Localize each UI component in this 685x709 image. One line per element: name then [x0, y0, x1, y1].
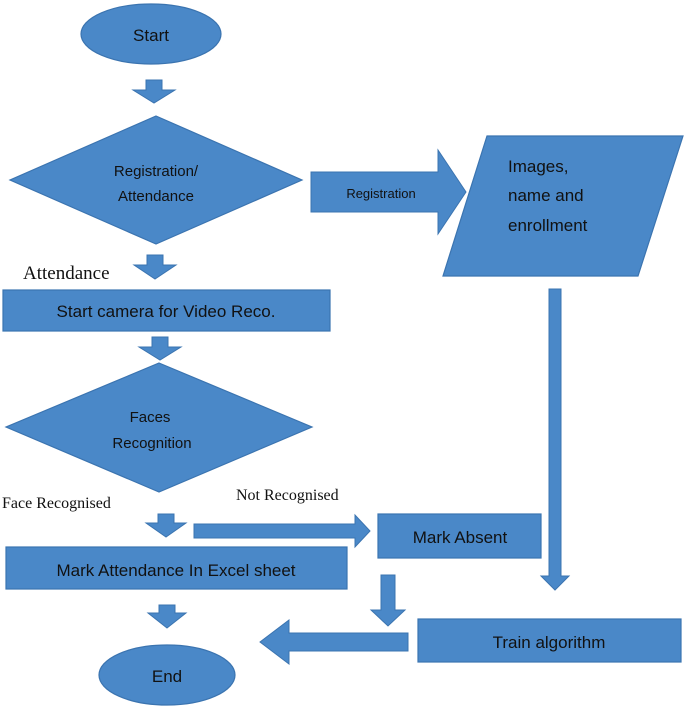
decision-2-line1: Faces: [130, 409, 171, 426]
arrow-start-to-decision: [131, 79, 177, 104]
input-line2: name and: [508, 186, 584, 205]
registration-arrow-label: Registration: [346, 186, 415, 201]
train-algorithm-label: Train algorithm: [493, 633, 606, 652]
arrow-to-mark-attendance: [144, 513, 188, 538]
arrow-to-start-camera: [132, 254, 178, 280]
arrow-to-face-recognition: [137, 336, 183, 361]
arrow-train-to-end: [259, 618, 409, 666]
start-camera-label: Start camera for Video Reco.: [57, 302, 276, 321]
face-recognition-decision: [4, 362, 314, 493]
end-label: End: [152, 667, 182, 686]
start-camera-process: [2, 289, 331, 332]
face-recognised-label: Face Recognised: [2, 495, 111, 512]
mark-absent-label: Mark Absent: [413, 528, 508, 547]
not-recognised-label: Not Recognised: [236, 487, 339, 504]
end-terminal: [98, 644, 236, 706]
mark-attendance-process: [5, 546, 348, 590]
decision-1-line1: Registration/: [114, 163, 199, 180]
train-algorithm-process: [417, 618, 682, 663]
attendance-label: Attendance: [23, 263, 110, 284]
arrow-mark-absent-down: [369, 574, 407, 627]
start-label: Start: [133, 26, 169, 45]
decision-1-line2: Attendance: [118, 188, 194, 205]
mark-attendance-label: Mark Attendance In Excel sheet: [56, 561, 295, 580]
arrow-input-to-train: [539, 288, 571, 591]
input-line3: enrollment: [508, 216, 588, 235]
mark-absent-process: [377, 513, 542, 559]
input-line1: Images,: [508, 157, 568, 176]
decision-2-line2: Recognition: [112, 435, 191, 452]
arrow-to-end: [146, 604, 188, 629]
start-terminal: [80, 3, 222, 65]
images-name-enrollment-input: [442, 135, 684, 277]
arrow-to-mark-absent: [193, 513, 371, 549]
arrow-registration: [310, 148, 467, 236]
registration-attendance-decision: [8, 115, 304, 245]
